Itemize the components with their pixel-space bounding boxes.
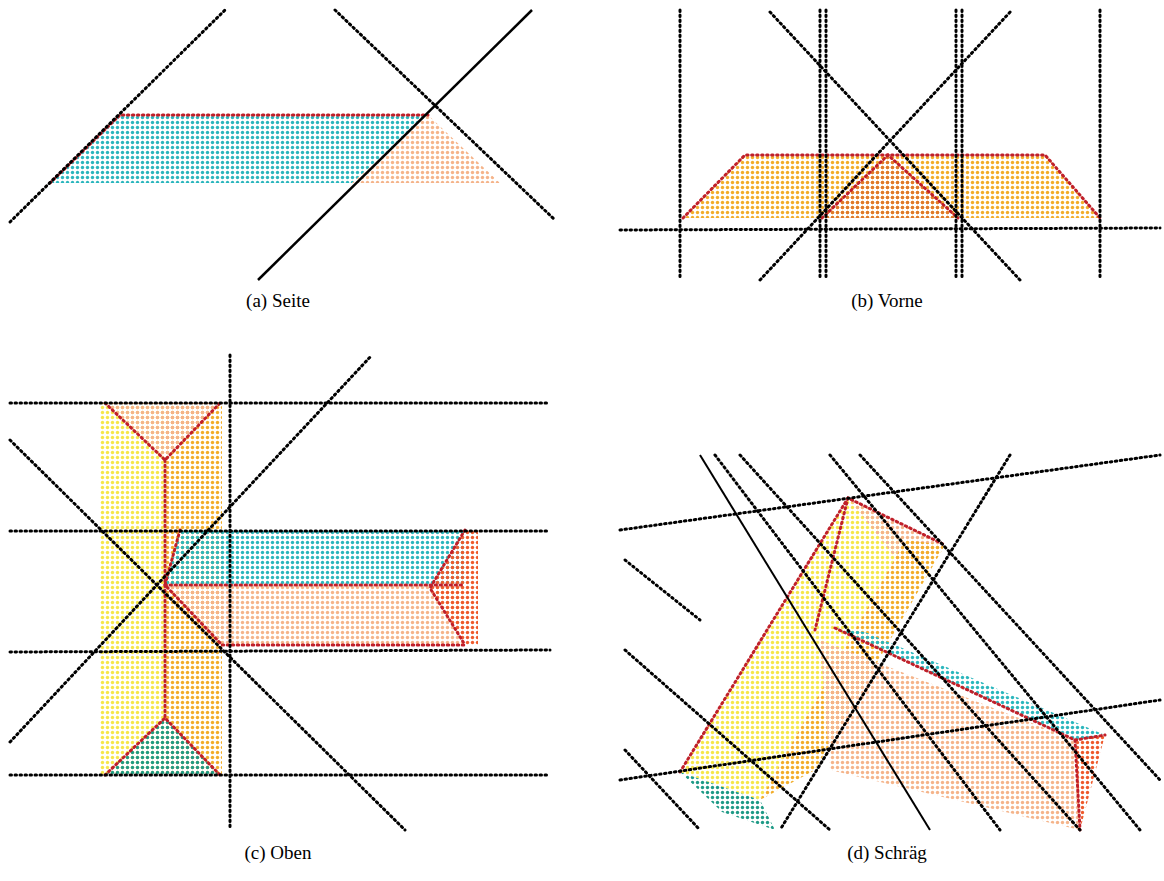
top-view: [10, 355, 550, 830]
figure-caption: (b) Vorne: [851, 290, 923, 312]
front-view: [620, 10, 1160, 280]
figure-caption: (d) Schräg: [847, 842, 927, 864]
figure-caption: (c) Oben: [245, 842, 312, 864]
figure-caption: (a) Seite: [246, 290, 310, 312]
side-view: [10, 10, 555, 280]
oblique-view: [620, 455, 1160, 830]
